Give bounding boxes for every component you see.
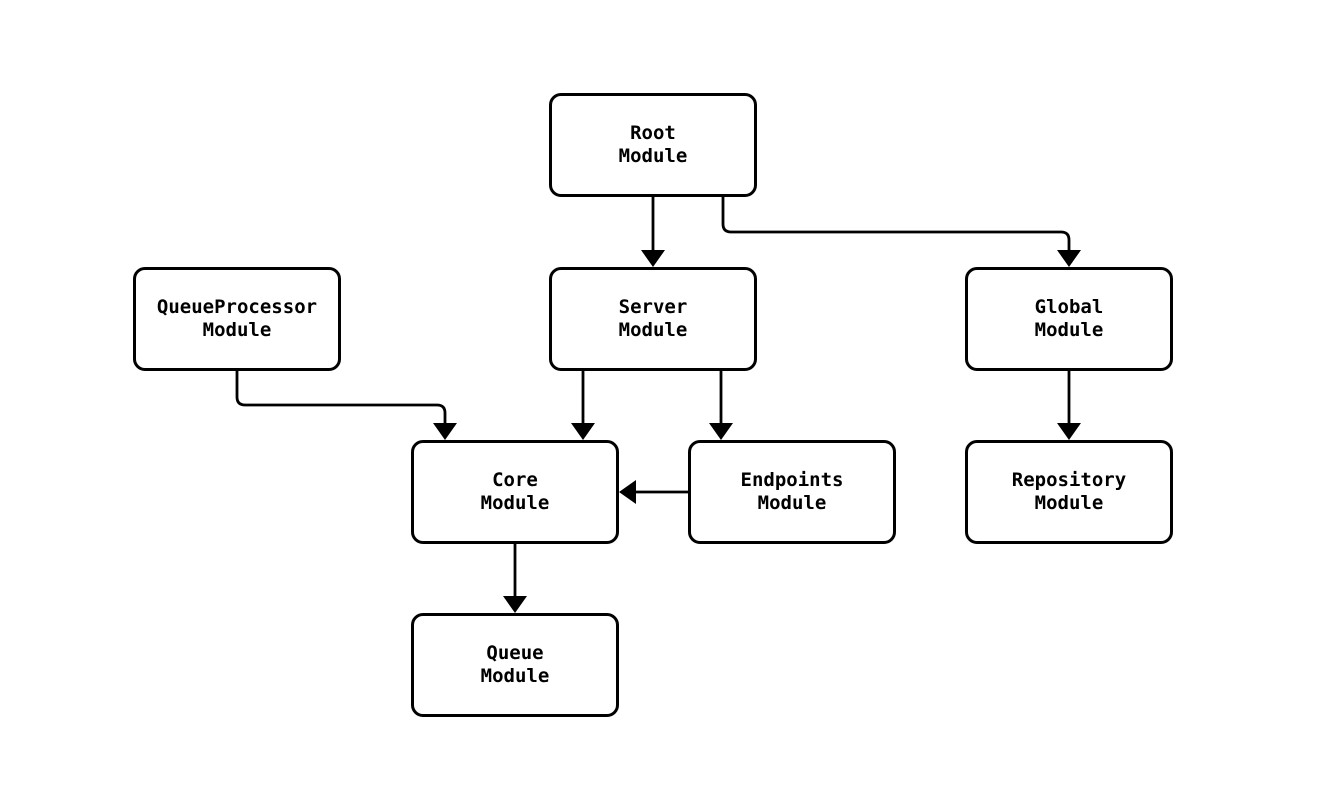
arrowhead-server-to-endpoints [709,423,733,440]
node-root: Root Module [549,93,757,197]
node-global-label: Global Module [1034,296,1104,341]
edge-root-to-global [721,197,1071,252]
arrowhead-server-to-core [571,423,595,440]
node-queue-label: Queue Module [480,642,550,687]
arrowhead-endpoints-to-core [619,480,636,504]
node-core-label: Core Module [480,469,550,514]
node-queueprocessor: QueueProcessor Module [133,267,341,371]
node-core: Core Module [411,440,619,544]
arrowhead-root-to-server [641,250,665,267]
arrowhead-queueprocessor-to-core [433,423,457,440]
node-endpoints-label: Endpoints Module [740,469,844,514]
node-server-label: Server Module [618,296,688,341]
edge-queueprocessor-to-core [235,371,447,425]
node-repository: Repository Module [965,440,1173,544]
node-server: Server Module [549,267,757,371]
node-global: Global Module [965,267,1173,371]
node-queue: Queue Module [411,613,619,717]
arrowhead-global-to-repository [1057,423,1081,440]
arrowhead-root-to-global [1057,250,1081,267]
node-queueprocessor-label: QueueProcessor Module [156,296,318,341]
node-endpoints: Endpoints Module [688,440,896,544]
node-root-label: Root Module [618,122,688,167]
arrowhead-core-to-queue [503,596,527,613]
node-repository-label: Repository Module [1011,469,1127,514]
